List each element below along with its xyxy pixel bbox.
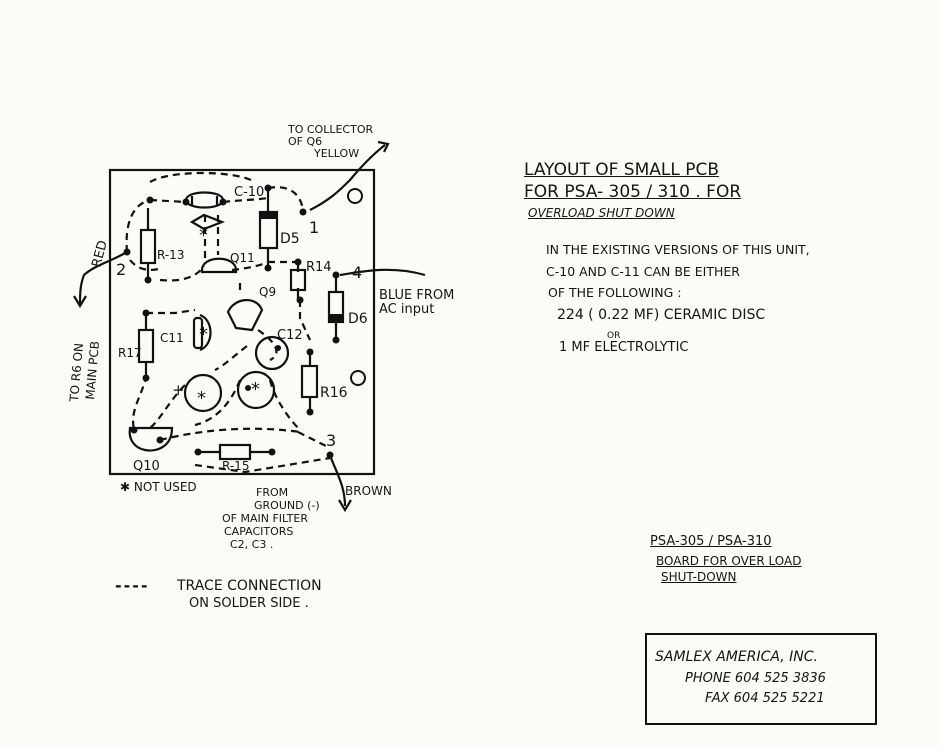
resistor-r13 (139, 228, 157, 265)
title-line1: LAYOUT OF SMALL PCB (524, 160, 720, 180)
label-not-used: ✱ NOT USED (120, 480, 197, 494)
caption-line1: PSA-305 / PSA-310 (650, 534, 772, 549)
label-r15: R-15 (222, 459, 249, 473)
label-d5: D5 (280, 231, 300, 247)
legend-line2: ON SOLDER SIDE . (189, 596, 309, 611)
legend-dashes: ---- (115, 576, 150, 595)
company-fax: FAX 604 525 5221 (705, 691, 825, 706)
capacitor-c11 (192, 313, 212, 352)
label-r16: R16 (320, 385, 348, 401)
not-used-mark: * (199, 324, 208, 345)
not-used-mark: * (197, 388, 206, 409)
capacitor-electrolytic-1 (183, 373, 223, 413)
label-blue-from: BLUE FROM AC input (379, 288, 455, 317)
transistor-q9 (226, 299, 264, 332)
legend-line1: TRACE CONNECTION (177, 578, 322, 594)
note-line1: IN THE EXISTING VERSIONS OF THIS UNIT, (546, 242, 810, 257)
label-to-r6-line1: TO R6 ON (67, 342, 86, 403)
label-d6: D6 (348, 311, 368, 327)
label-q9: Q9 (259, 285, 276, 299)
label-to-collector: TO COLLECTOR OF Q6 YELLOW (288, 123, 374, 160)
lead-blue (339, 268, 426, 277)
note-line4: 224 ( 0.22 MF) CERAMIC DISC (557, 307, 766, 323)
company-name: SAMLEX AMERICA, INC. (655, 649, 818, 665)
note-line2: C-10 AND C-11 CAN BE EITHER (546, 264, 740, 279)
label-r17: R17 (118, 346, 142, 360)
lead-brown (328, 454, 347, 507)
label-pad4: 4 (352, 263, 362, 282)
title-line3: OVERLOAD SHUT DOWN (528, 206, 675, 220)
label-r13: R-13 (157, 248, 184, 262)
not-used-mark: * (199, 225, 208, 246)
company-phone: PHONE 604 525 3836 (685, 671, 826, 686)
label-plus: + (172, 381, 185, 399)
label-c10: C-10 (234, 185, 264, 200)
mounting-hole (347, 188, 363, 204)
note-or: OR (607, 331, 621, 341)
label-to-r6-line2: MAIN PCB (83, 341, 102, 401)
label-r14: R14 (306, 260, 332, 275)
label-c11: C11 (160, 331, 184, 345)
lead-to-collector (309, 144, 386, 211)
label-c12: C12 (277, 328, 303, 343)
mounting-hole (350, 370, 366, 386)
resistor-r17 (137, 328, 155, 364)
capacitor-c10 (184, 191, 226, 231)
note-line3: OF THE FOLLOWING : (548, 285, 682, 300)
transistor-q11 (200, 257, 238, 274)
label-red: RED (89, 239, 111, 269)
resistor-r14 (289, 268, 307, 292)
capacitor-electrolytic-2 (236, 370, 276, 410)
caption-line3: SHUT-DOWN (661, 570, 737, 584)
capacitor-c12 (254, 335, 290, 371)
company-stamp: SAMLEX AMERICA, INC. PHONE 604 525 3836 … (645, 633, 877, 725)
pcb-outline (108, 168, 376, 476)
label-from-ground: FROM GROUND (-) OF MAIN FILTER CAPACITOR… (222, 486, 320, 551)
title-line2: FOR PSA- 305 / 310 . FOR (524, 182, 742, 202)
label-pad3: 3 (326, 431, 336, 450)
lead-red (78, 251, 128, 306)
not-used-mark: * (251, 379, 260, 400)
label-pad1: 1 (309, 218, 319, 237)
caption-line2: BOARD FOR OVER LOAD (656, 554, 802, 568)
note-line5: 1 MF ELECTROLYTIC (559, 340, 689, 355)
transistor-q10 (128, 426, 174, 452)
resistor-r16 (300, 364, 319, 399)
resistor-r15 (218, 443, 252, 461)
label-brown: BROWN (345, 484, 392, 498)
label-q11: Q11 (230, 251, 255, 265)
label-q10: Q10 (133, 459, 160, 474)
label-pad2: 2 (116, 260, 126, 279)
